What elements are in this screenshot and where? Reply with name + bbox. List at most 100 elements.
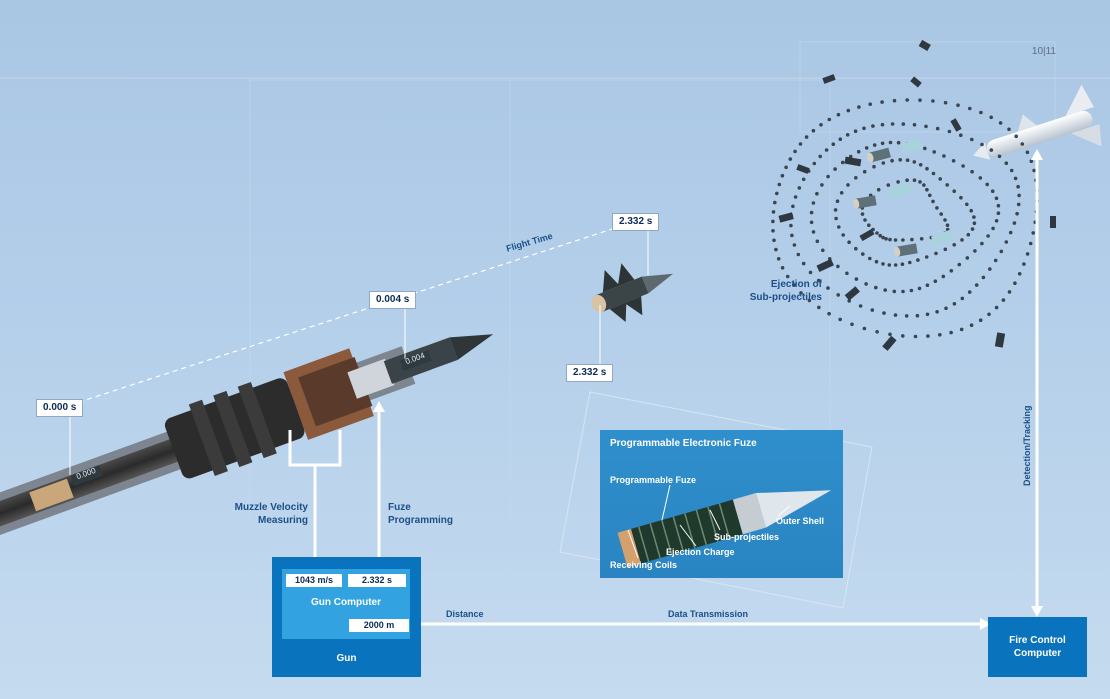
sub-projectile-cloud [771, 98, 1039, 339]
cloud-dot [901, 238, 905, 242]
cloud-dot [819, 123, 823, 127]
cloud-dot [854, 277, 859, 281]
cloud-dot [776, 257, 781, 261]
fuze-panel: Programmable Electronic Fuze Programmabl… [600, 430, 843, 578]
cloud-dot [788, 157, 793, 161]
cloud-dot [961, 164, 965, 168]
cloud-dot [989, 148, 994, 152]
cloud-dot [918, 98, 922, 102]
cloud-dot [965, 256, 970, 260]
cloud-dot [912, 178, 917, 182]
distance-value: 2000 m [349, 619, 409, 632]
cloud-dot [840, 160, 845, 165]
cloud-dot [1020, 142, 1025, 146]
cloud-dot [925, 312, 930, 317]
gun-barrel [0, 334, 494, 542]
cloud-dot [986, 234, 990, 238]
cloud-dot [884, 237, 888, 241]
cloud-dot [799, 291, 803, 295]
cloud-dot [901, 122, 906, 126]
cloud-dot [1016, 202, 1021, 207]
cloud-dot [912, 160, 917, 164]
cloud-dot [951, 159, 956, 163]
cloud-dot [834, 216, 838, 221]
cloud-dot [880, 141, 885, 146]
cloud-dot [833, 208, 838, 212]
cloud-dot [808, 270, 813, 275]
cloud-dot [774, 247, 778, 252]
gun-title: Gun [336, 653, 357, 664]
page-number: 10|11 [1031, 46, 1056, 57]
cloud-dot [831, 142, 836, 146]
cloud-dot [1028, 241, 1033, 246]
cloud-dot [1007, 290, 1012, 294]
cloud-dot [918, 163, 923, 167]
cloud-dot [997, 154, 1002, 159]
muzzle-velocity-label: Muzzle Velocity Measuring [234, 502, 308, 526]
time-tag-projectile: 2.332 s [566, 364, 614, 382]
cloud-dot [846, 108, 851, 113]
cloud-dot [890, 158, 894, 163]
cloud-dot [991, 226, 995, 231]
cloud-dot [925, 283, 930, 288]
cloud-dot [985, 182, 989, 187]
cloud-dot [773, 200, 777, 205]
cloud-dot [934, 251, 938, 256]
cloud-dot [901, 289, 905, 294]
fuze-panel-frame [559, 391, 873, 609]
cloud-dot [837, 225, 841, 229]
cloud-dot [809, 220, 814, 225]
cloud-dot [915, 313, 920, 318]
fuze-panel-title: Programmable Electronic Fuze [610, 438, 757, 449]
cloud-dot [896, 180, 900, 184]
cloud-dot [928, 193, 932, 198]
debris-fragments [778, 39, 1056, 351]
velocity-value: 1043 m/s [286, 574, 342, 587]
cloud-dot [913, 334, 918, 339]
cloud-dot [797, 186, 802, 190]
detection-tracking-label: Detection/Tracking [1022, 405, 1032, 486]
cloud-dot [908, 260, 912, 265]
cloud-dot [846, 183, 850, 187]
cloud-dot [960, 238, 964, 242]
cloud-dot [824, 148, 829, 152]
cloud-dot [886, 183, 891, 187]
cloud-dot [892, 289, 897, 294]
cloud-dot [926, 334, 930, 338]
cloud-dot [893, 263, 898, 267]
cloud-dot [881, 161, 886, 165]
cloud-dot [821, 248, 825, 253]
cloud-dot [972, 221, 977, 225]
cloud-dot [853, 129, 858, 133]
time-tag-flight-end: 2.332 s [612, 213, 660, 231]
cloud-dot [900, 262, 905, 267]
label-outer-shell: Outer Shell [776, 516, 825, 526]
label-sub-projectiles: Sub-projectiles [714, 532, 780, 542]
cloud-dot [804, 135, 809, 139]
cloud-dot [836, 112, 841, 117]
cloud-dot [874, 259, 879, 264]
cloud-dot [918, 180, 922, 184]
cloud-dot [990, 189, 995, 193]
cloud-dot [925, 166, 929, 171]
cloud-dot [867, 223, 871, 227]
cloud-dot [892, 98, 897, 103]
cloud-dot [905, 178, 909, 182]
cloud-dot [919, 237, 924, 241]
cloud-dot [970, 169, 974, 174]
cloud-dot [835, 199, 840, 203]
cloud-dot [815, 191, 819, 196]
cloud-dot [931, 199, 935, 204]
flight-time-line [69, 219, 641, 406]
cloud-dot [893, 238, 898, 242]
cloud-dot [1025, 252, 1030, 256]
cloud-dot [949, 330, 953, 335]
cloud-dot [945, 183, 949, 187]
cloud-dot [838, 137, 843, 141]
cloud-dot [812, 161, 817, 166]
cloud-dot [857, 105, 861, 109]
cloud-dot [862, 326, 867, 331]
cloud-dot [771, 219, 775, 224]
cloud-dot [845, 133, 850, 137]
projectile-mid-flight [591, 263, 674, 322]
